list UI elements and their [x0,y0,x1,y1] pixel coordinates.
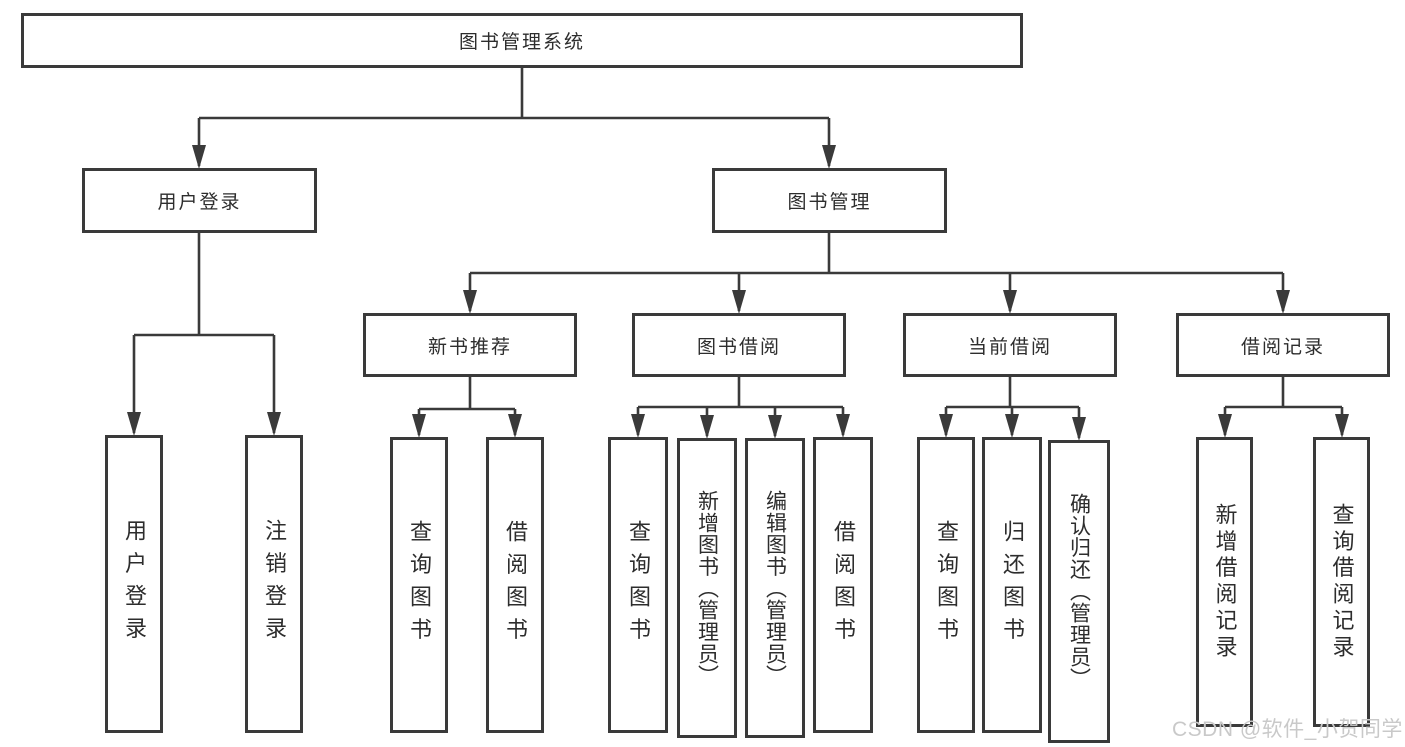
node-library-system-root: 图书管理系统 [21,13,1023,68]
leaf-return-book: 归还图书 [982,437,1042,733]
leaf-confirm-return-admin: 确认归还（管理员） [1048,440,1110,743]
node-current-borrow: 当前借阅 [903,313,1117,377]
leaf-query-borrow-record: 查询借阅记录 [1313,437,1370,727]
leaf-query-books-borrow: 查询图书 [608,437,668,733]
arrowheads [127,145,1349,441]
node-new-book-recommend: 新书推荐 [363,313,577,377]
leaf-logout: 注销登录 [245,435,303,733]
leaf-borrow-books-recommend: 借阅图书 [486,437,544,733]
node-borrow-records: 借阅记录 [1176,313,1390,377]
node-user-login: 用户登录 [82,168,317,233]
leaf-add-borrow-record: 新增借阅记录 [1196,437,1253,727]
leaf-borrow-books: 借阅图书 [813,437,873,733]
leaf-query-books-recommend: 查询图书 [390,437,448,733]
leaf-query-books-current: 查询图书 [917,437,975,733]
leaf-user-login: 用户登录 [105,435,163,733]
node-book-management: 图书管理 [712,168,947,233]
watermark-text: CSDN @软件_小贺同学 [1172,718,1403,741]
leaf-edit-book-admin: 编辑图书（管理员） [745,438,805,738]
leaf-add-book-admin: 新增图书（管理员） [677,438,737,738]
node-book-borrow: 图书借阅 [632,313,846,377]
